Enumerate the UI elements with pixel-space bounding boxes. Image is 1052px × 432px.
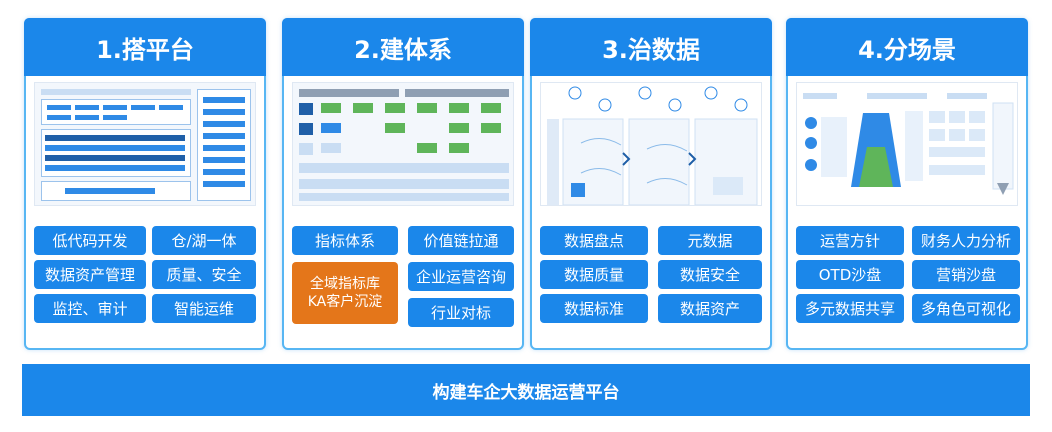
tag-indicator-library: 全域指标库 KA客户沉淀: [292, 262, 398, 324]
panel-split-scenarios: 4.分场景 运营方针 财务人力分析 OTD沙盘 营销沙盘 多元数据共: [786, 18, 1028, 350]
tag-data-standard: 数据标准: [540, 294, 648, 323]
indicator-system-thumbnail: [292, 82, 514, 206]
scenario-thumbnail: [796, 82, 1018, 206]
tag-data-inventory: 数据盘点: [540, 226, 648, 255]
tag-smart-ops: 智能运维: [152, 294, 256, 323]
panel-title: 2.建体系: [282, 18, 524, 76]
tag-metadata: 元数据: [658, 226, 762, 255]
tag-data-sharing: 多元数据共享: [796, 294, 904, 323]
tag-low-code: 低代码开发: [34, 226, 146, 255]
tag-otd-sandbox: OTD沙盘: [796, 260, 904, 289]
tag-finance-hr: 财务人力分析: [912, 226, 1020, 255]
tag-operating-policy: 运营方针: [796, 226, 904, 255]
panel-title: 3.治数据: [530, 18, 772, 76]
tag-data-quality: 数据质量: [540, 260, 648, 289]
tag-consulting: 企业运营咨询: [408, 262, 514, 291]
tag-warehouse-lake: 仓/湖一体: [152, 226, 256, 255]
panel-title: 1.搭平台: [24, 18, 266, 76]
tag-quality-security: 质量、安全: [152, 260, 256, 289]
tag-value-chain: 价值链拉通: [408, 226, 514, 255]
governance-flow-graphic: [547, 86, 758, 205]
tag-data-asset-mgmt: 数据资产管理: [34, 260, 146, 289]
tag-indicator-system: 指标体系: [292, 226, 398, 255]
tag-line-1: 全域指标库: [310, 276, 380, 292]
platform-banner: 构建车企大数据运营平台: [22, 364, 1030, 416]
data-governance-thumbnail: [540, 82, 762, 206]
tag-benchmark: 行业对标: [408, 298, 514, 327]
panel-govern-data: 3.治数据 数据盘点 元数据 数据质量 数据安全 数据标准 数据资产: [530, 18, 772, 350]
tag-marketing-sandbox: 营销沙盘: [912, 260, 1020, 289]
panel-build-platform: 1.搭平台 低代码开发 仓/湖一体 数据资产管理 质量、安全 监控、审计 智能运…: [24, 18, 266, 350]
panel-title: 4.分场景: [786, 18, 1028, 76]
tag-data-assets: 数据资产: [658, 294, 762, 323]
scenario-graphic: [803, 93, 1014, 195]
platform-architecture-thumbnail: [34, 82, 256, 206]
tag-data-security: 数据安全: [658, 260, 762, 289]
tag-monitor-audit: 监控、审计: [34, 294, 146, 323]
panel-build-system: 2.建体系 指标体系 价值链拉通 全域指标库 KA客户沉淀 企业运营咨询 行业对…: [282, 18, 524, 350]
tag-line-2: KA客户沉淀: [307, 294, 383, 310]
tag-multi-role-viz: 多角色可视化: [912, 294, 1020, 323]
